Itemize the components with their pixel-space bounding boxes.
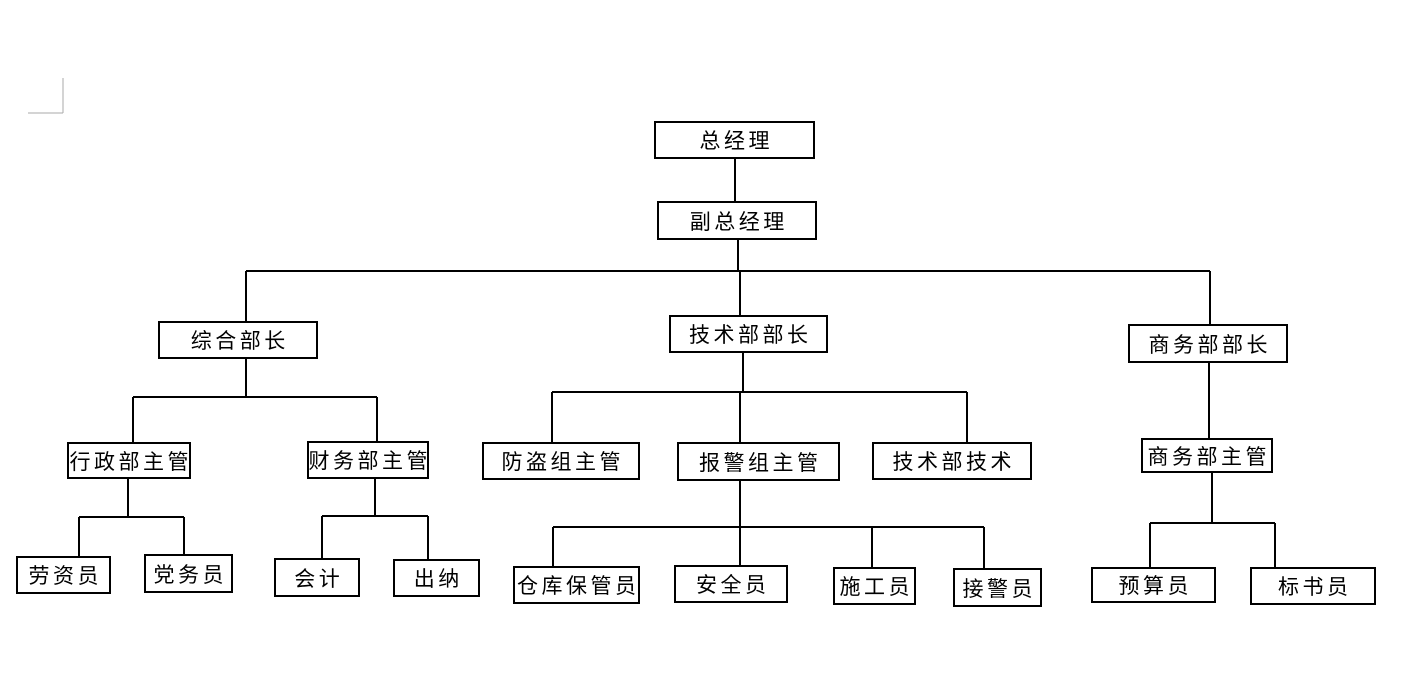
connector-alarm-group-children	[552, 481, 985, 568]
org-node-anti-theft-group-supervisor: 防盗组主管	[482, 442, 640, 480]
org-node-deputy-general-manager: 副总经理	[657, 201, 817, 240]
org-node-technical-dept-minister: 技术部部长	[669, 315, 828, 353]
org-node-general-manager: 总经理	[654, 121, 815, 159]
org-node-safety-officer: 安全员	[674, 565, 788, 603]
org-node-accountant: 会计	[274, 558, 360, 597]
page-margin-crop-mark	[28, 78, 64, 114]
org-node-budget-clerk: 预算员	[1091, 567, 1216, 603]
org-node-warehouse-keeper: 仓库保管员	[513, 566, 640, 604]
connector-general-affairs-children	[132, 359, 378, 442]
connector-dgm-to-departments	[245, 240, 1211, 324]
org-node-labor-wage-clerk: 劳资员	[16, 556, 111, 594]
org-node-admin-dept-supervisor: 行政部主管	[67, 442, 191, 479]
org-node-finance-dept-supervisor: 财务部主管	[307, 441, 429, 479]
org-node-alarm-group-supervisor: 报警组主管	[677, 442, 840, 481]
connector-commerce-chain	[1149, 363, 1276, 567]
connector-technical-children	[551, 353, 968, 442]
org-node-cashier: 出纳	[393, 559, 480, 597]
connector-admin-children	[78, 479, 185, 556]
org-node-construction-worker: 施工员	[833, 567, 916, 605]
connector-finance-children	[321, 479, 429, 559]
org-node-party-affairs-clerk: 党务员	[144, 554, 233, 593]
org-node-commerce-dept-supervisor: 商务部主管	[1141, 438, 1273, 473]
org-node-bid-document-clerk: 标书员	[1250, 567, 1376, 605]
org-node-alarm-receiver: 接警员	[953, 568, 1042, 607]
org-node-commerce-dept-minister: 商务部部长	[1128, 324, 1288, 363]
org-node-technical-dept-technician: 技术部技术	[872, 442, 1032, 480]
org-node-general-affairs-minister: 综合部长	[158, 321, 318, 359]
